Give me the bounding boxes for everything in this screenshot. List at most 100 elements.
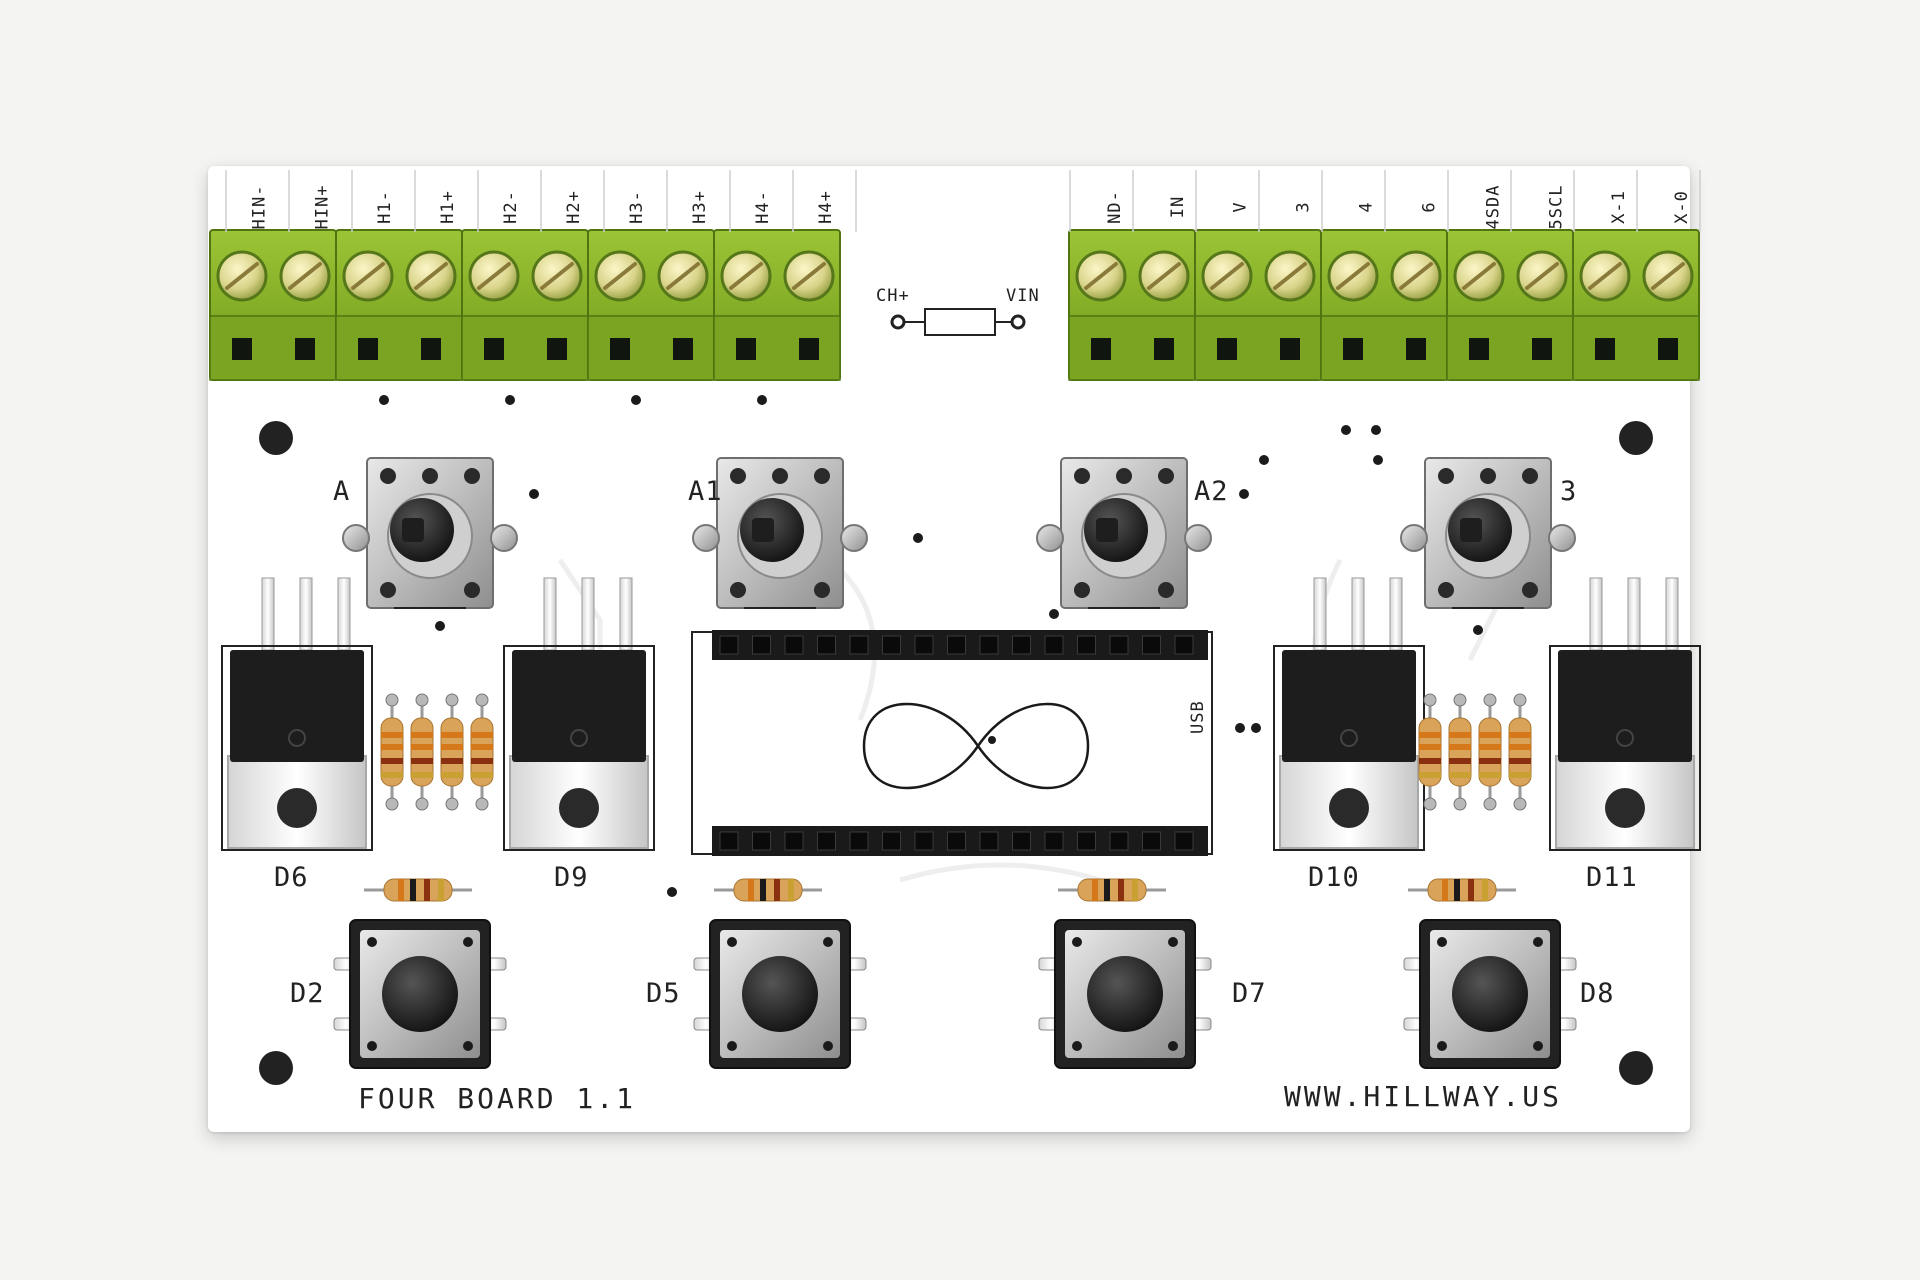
button-cap [382,956,458,1032]
wire-entry [232,338,252,360]
mounting-hole-icon [1619,421,1653,455]
mosfet-dimple [1340,729,1358,747]
pin-text: 6 [1420,201,1440,213]
header-pin [1044,635,1064,655]
via [631,395,641,405]
mosfet-label: D10 [1308,862,1360,893]
board-name: FOUR BOARD 1.1 [358,1082,637,1115]
pot-label: A [333,476,351,507]
via [1341,425,1351,435]
button-rivet [1168,937,1178,947]
pin-text: H3+ [690,190,710,224]
header-pin [882,831,901,851]
button-cap [1452,956,1528,1032]
pin-text: H2- [501,190,521,224]
mosfet-leg [261,577,275,651]
knob-flat [402,518,424,542]
mosfet-d6 [221,577,373,851]
via [1239,489,1249,499]
pot-pin [1522,468,1538,484]
pot-pin [464,582,480,598]
pot-pin [1480,468,1496,484]
resistor-left-bank [410,693,434,811]
pushbutton-d7 [1038,919,1212,1069]
terminal-label-right: V [1221,172,1261,242]
terminal-label-left: HIN- [239,172,279,242]
pot-pin [772,468,788,484]
mosfet-leg [1665,577,1679,651]
mosfet-silk [503,645,655,851]
pot-pin [1074,582,1090,598]
pulldown-resistor [1408,878,1516,902]
pin-text: 3 [1294,201,1314,213]
resistor-pad [445,797,459,811]
mosfet-silk [221,645,373,851]
screw-slot [1210,262,1244,290]
resistor-band [1479,732,1501,738]
terminal-label-right: IN [1158,172,1198,242]
screw-slot [666,262,700,290]
mosfet-hole [1329,788,1369,828]
resistor-band [441,732,463,738]
wire-entry [484,338,504,360]
terminal-block-base [335,315,463,381]
terminal-block-base [1572,315,1700,381]
resistor-right-bank [1448,693,1472,811]
resistor-band [748,879,754,901]
resistor-band [441,772,463,778]
mosfet-dimple [1616,729,1634,747]
resistor-pad [445,693,459,707]
resistor-band [1092,879,1098,901]
resistor-band [411,758,433,764]
pin-text: H2+ [564,190,584,224]
resistor-left-bank [470,693,494,811]
mosfet-leg [1313,577,1327,651]
mosfet-dimple [570,729,588,747]
usb-label: USB [1188,700,1208,734]
resistor-band [1479,758,1501,764]
header-pin [752,831,771,851]
header-pin [1174,831,1194,851]
mosfet-leg [619,577,633,651]
resistor-band [1509,744,1531,750]
terminal-label-right: 6 [1410,172,1450,242]
mounting-hole-icon [259,421,293,455]
resistor-pad [385,693,399,707]
potentiometer-a1 [692,457,868,609]
screw-slot [1462,262,1496,290]
mounting-hole-icon [1619,1051,1653,1085]
wire-entry [295,338,315,360]
screw-slot [288,262,322,290]
pin-text: HIN+ [312,184,333,230]
pot-pin [1438,468,1454,484]
mosfet-body [230,650,364,762]
via [913,533,923,543]
terminal-block-right [1068,229,1700,381]
resistor-band [1449,772,1471,778]
resistor-pad [1483,797,1497,811]
terminal-block-base [1320,315,1448,381]
via [379,395,389,405]
resistor-band [424,879,430,901]
resistor-band [381,744,403,750]
mosfet-label: D9 [554,862,589,893]
trace [1467,598,1503,662]
wire-entry [421,338,441,360]
pot-ear [1548,524,1576,552]
button-rivet [1072,1041,1082,1051]
header-pin [947,831,966,851]
resistor-band [1454,879,1460,901]
header-pin [1077,635,1096,655]
resistor-band [381,732,403,738]
pot-label: A1 [688,476,723,507]
button-rivet [1437,1041,1447,1051]
pot-ear [1184,524,1212,552]
terminal-block-left [209,229,841,381]
pulldown-resistor [714,878,822,902]
components [209,170,1701,1085]
resistor-band [1509,758,1531,764]
wire-entry [1406,338,1426,360]
mosfet-leg [581,577,595,651]
button-rivet [727,1041,737,1051]
resistor-band [774,879,780,901]
